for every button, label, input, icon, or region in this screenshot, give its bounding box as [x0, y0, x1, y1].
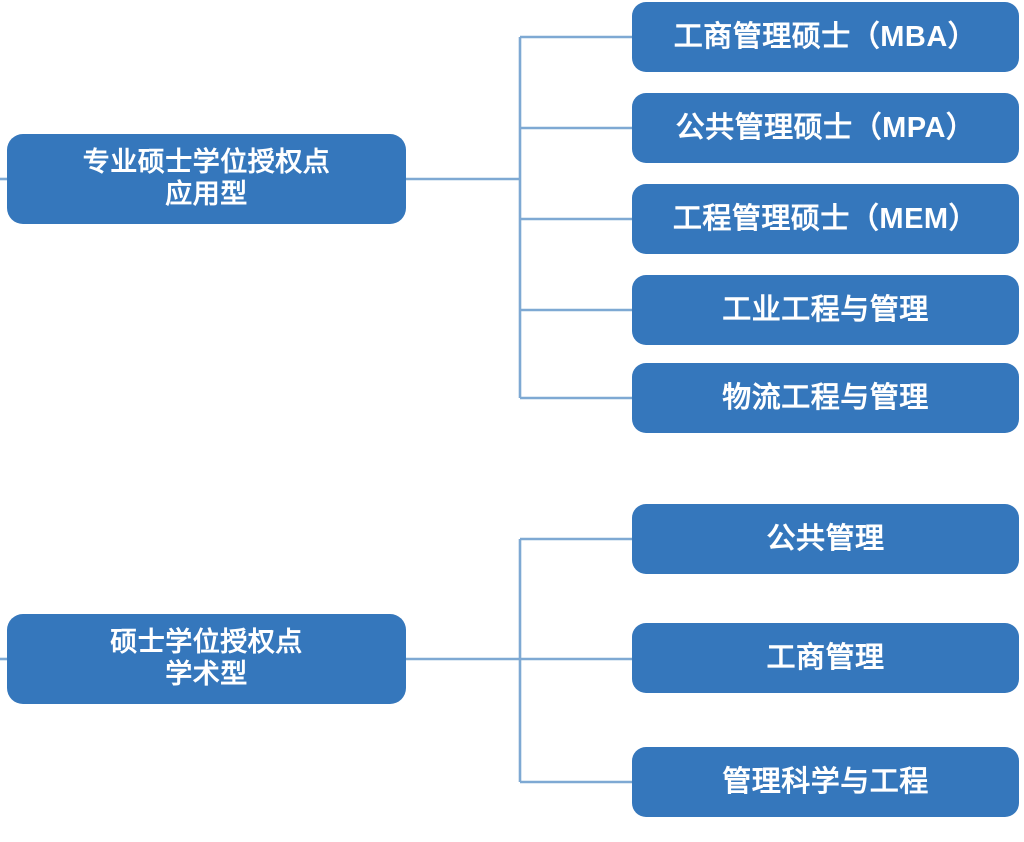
node-management-science-engineering[interactable]: 管理科学与工程 — [632, 747, 1019, 817]
node-logistics-engineering-management[interactable]: 物流工程与管理 — [632, 363, 1019, 433]
node-business-administration[interactable]: 工商管理 — [632, 623, 1019, 693]
node-mem[interactable]: 工程管理硕士（MEM） — [632, 184, 1019, 254]
node-academic-master-parent[interactable]: 硕士学位授权点 学术型 — [7, 614, 406, 704]
node-public-administration[interactable]: 公共管理 — [632, 504, 1019, 574]
node-mba[interactable]: 工商管理硕士（MBA） — [632, 2, 1019, 72]
node-professional-master-parent[interactable]: 专业硕士学位授权点 应用型 — [7, 134, 406, 224]
node-mpa[interactable]: 公共管理硕士（MPA） — [632, 93, 1019, 163]
node-industrial-engineering-management[interactable]: 工业工程与管理 — [632, 275, 1019, 345]
